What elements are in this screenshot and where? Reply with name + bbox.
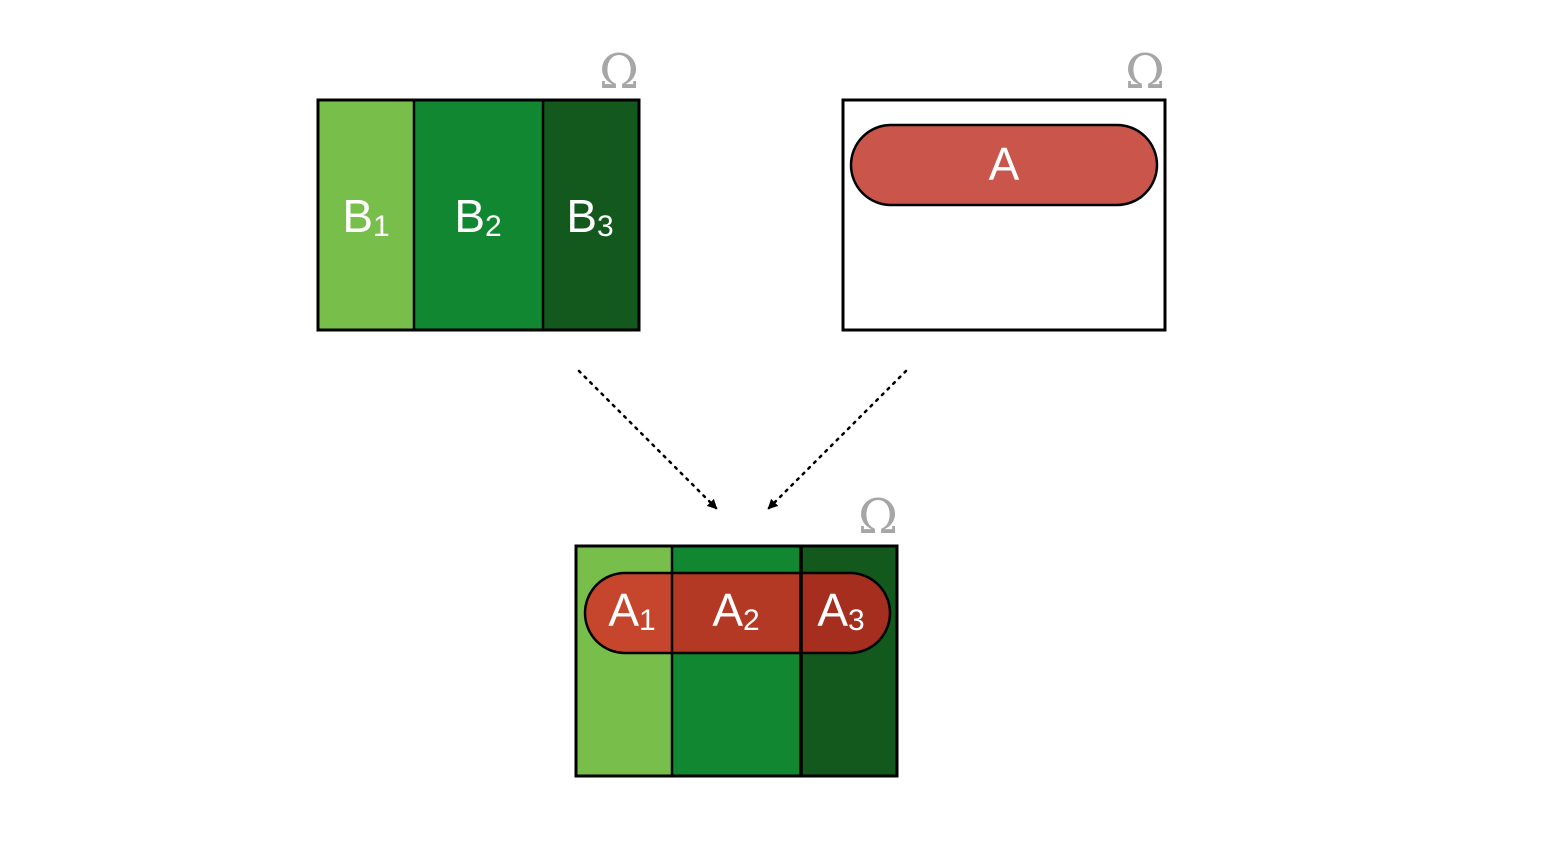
arrow-from-set-a (767, 369, 908, 510)
omega-label: Ω (858, 489, 898, 545)
omega-label: Ω (1125, 44, 1165, 100)
piece-a1 (585, 573, 672, 653)
label-b3: B3 (566, 190, 613, 243)
omega-frame (316, 98, 641, 332)
label-a: A (989, 138, 1020, 190)
label-b1: B1 (342, 190, 389, 243)
arrow-from-partition (577, 369, 718, 510)
region-b2 (414, 100, 543, 330)
set-a-panel: Ω A (841, 44, 1167, 332)
set-a-pieces (585, 573, 890, 653)
region-b3 (543, 100, 639, 330)
omega-label: Ω (599, 44, 639, 100)
label-a3: A3 (817, 584, 864, 637)
region-b1 (318, 100, 414, 330)
result-panel: Ω A1 A2 A3 (574, 489, 899, 778)
partition-b-panel: Ω B1 B2 B3 (316, 44, 641, 332)
piece-a3 (801, 573, 890, 653)
label-b2: B2 (454, 190, 501, 243)
label-a2: A2 (712, 584, 759, 637)
label-a1: A1 (608, 584, 655, 637)
set-a-shape (849, 123, 1159, 207)
omega-frame (574, 544, 899, 778)
piece-a2 (672, 573, 801, 653)
set-a-outline (583, 571, 892, 655)
